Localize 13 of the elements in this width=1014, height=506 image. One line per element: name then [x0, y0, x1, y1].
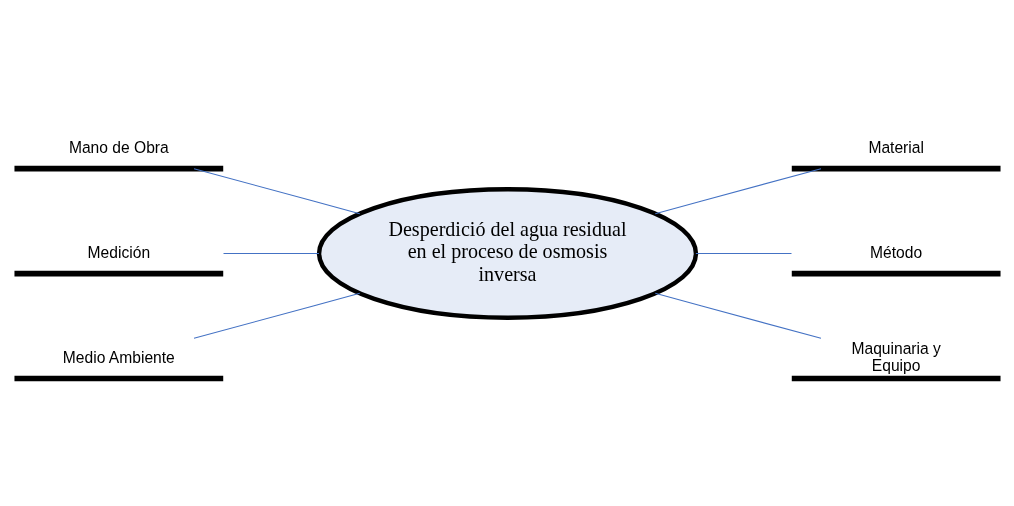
connector — [192, 167, 360, 214]
node-text: Maquinaria y Equipo — [850, 339, 941, 374]
node-text: Mano de Obra — [68, 138, 169, 156]
node-text: Material — [867, 138, 924, 156]
node-text: Medición — [87, 243, 150, 261]
connector — [654, 292, 822, 339]
node-text: Método — [869, 243, 922, 261]
connector — [694, 252, 792, 254]
node-ellipse: Desperdició del agua residual en el proceso de osmosis inversa — [316, 186, 698, 320]
node-text: Medio Ambiente — [62, 348, 175, 366]
connector — [654, 167, 822, 214]
connector — [192, 292, 360, 339]
connector — [222, 252, 320, 254]
